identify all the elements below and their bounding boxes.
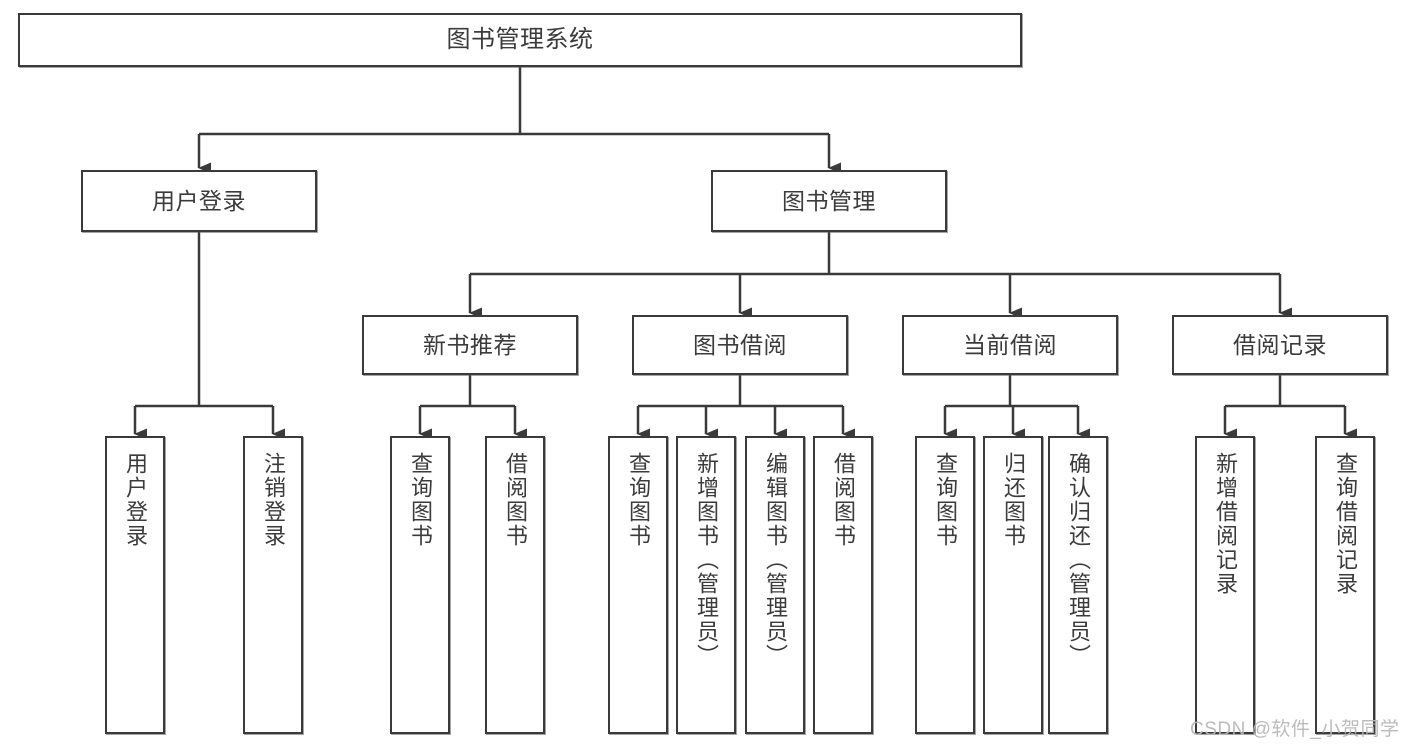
- node-borrow-record-label: 借阅记录: [1233, 331, 1327, 358]
- leaf-user-login[interactable]: 用户登录: [105, 436, 165, 734]
- leaf-borrow-book-newbook-label: 借阅图书: [502, 452, 528, 548]
- leaf-query-book-newbook[interactable]: 查询图书: [390, 436, 450, 734]
- node-current-borrow[interactable]: 当前借阅: [902, 315, 1118, 375]
- node-user-login-label: 用户登录: [152, 187, 246, 214]
- leaf-confirm-return-admin-label: 确认归还（管理员）: [1065, 452, 1091, 668]
- leaf-add-borrow-record-label: 新增借阅记录: [1212, 452, 1238, 596]
- edge-group-new-book: [418, 375, 527, 440]
- leaf-logout-login-label: 注销登录: [260, 452, 286, 548]
- leaf-logout-login[interactable]: 注销登录: [243, 436, 303, 734]
- leaf-add-book-admin[interactable]: 新增图书（管理员）: [676, 436, 736, 734]
- leaf-query-book-current-label: 查询图书: [932, 452, 958, 548]
- edge-group-book-manage: [468, 232, 1292, 319]
- node-book-borrow[interactable]: 图书借阅: [632, 315, 848, 375]
- node-user-login[interactable]: 用户登录: [81, 170, 317, 232]
- leaf-query-book-current[interactable]: 查询图书: [915, 436, 975, 734]
- leaf-borrow-book-label: 借阅图书: [830, 452, 856, 548]
- leaf-edit-book-admin-label: 编辑图书（管理员）: [762, 452, 788, 668]
- leaf-add-book-admin-label: 新增图书（管理员）: [693, 452, 719, 668]
- leaf-query-book-borrow[interactable]: 查询图书: [608, 436, 668, 734]
- leaf-query-book-borrow-label: 查询图书: [625, 452, 651, 548]
- edge-group-root: [197, 67, 841, 174]
- node-borrow-record[interactable]: 借阅记录: [1172, 315, 1388, 375]
- node-book-borrow-label: 图书借阅: [693, 331, 787, 358]
- leaf-query-borrow-record-label: 查询借阅记录: [1332, 452, 1358, 596]
- leaf-return-book-label: 归还图书: [1000, 452, 1026, 548]
- edge-group-borrow-record: [1223, 375, 1357, 440]
- leaf-borrow-book[interactable]: 借阅图书: [813, 436, 873, 734]
- leaf-query-book-newbook-label: 查询图书: [407, 452, 433, 548]
- leaf-add-borrow-record[interactable]: 新增借阅记录: [1195, 436, 1255, 734]
- node-new-book-recommend-label: 新书推荐: [423, 331, 517, 358]
- leaf-borrow-book-newbook[interactable]: 借阅图书: [485, 436, 545, 734]
- leaf-user-login-label: 用户登录: [122, 452, 148, 548]
- node-root[interactable]: 图书管理系统: [18, 13, 1022, 67]
- leaf-query-borrow-record[interactable]: 查询借阅记录: [1315, 436, 1375, 734]
- node-root-label: 图书管理系统: [446, 26, 594, 54]
- edge-group-book-borrow: [636, 375, 855, 440]
- leaf-edit-book-admin[interactable]: 编辑图书（管理员）: [745, 436, 805, 734]
- node-current-borrow-label: 当前借阅: [963, 331, 1057, 358]
- node-new-book-recommend[interactable]: 新书推荐: [362, 315, 578, 375]
- node-book-management-label: 图书管理: [782, 187, 876, 214]
- leaf-return-book[interactable]: 归还图书: [983, 436, 1043, 734]
- leaf-confirm-return-admin[interactable]: 确认归还（管理员）: [1048, 436, 1108, 734]
- node-book-management[interactable]: 图书管理: [711, 170, 947, 232]
- edge-group-current-borrow: [943, 375, 1090, 440]
- edge-group-user-login: [133, 232, 285, 440]
- watermark: CSDN @软件_小贺同学: [1190, 719, 1400, 740]
